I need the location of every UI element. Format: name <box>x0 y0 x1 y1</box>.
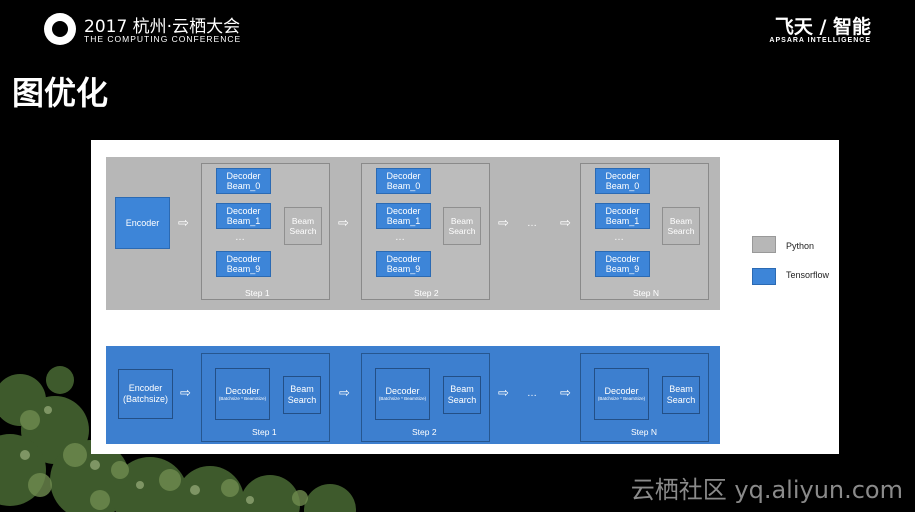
decoder-beam-box: Decoder Beam_9 <box>595 251 650 277</box>
brand-logo: 飞天 / 智能 <box>774 16 871 38</box>
decoder-label: Decoder <box>225 386 260 397</box>
decoder-beam-box: Decoder Beam_1 <box>595 203 650 229</box>
decoder-sublabel: (Batchsize * BeamSize) <box>597 395 646 401</box>
beam-search-box: Beam Search <box>284 207 322 245</box>
encoder-box: Encoder <box>115 197 170 249</box>
legend-python-swatch <box>752 236 776 253</box>
decoder-beam-box: Decoder Beam_1 <box>376 203 431 229</box>
step-label: Step 1 <box>252 427 277 437</box>
decoder-sublabel: (Batchsize * BeamSize) <box>218 395 267 401</box>
decoder-box: Decoder (Batchsize * BeamSize) <box>215 368 270 420</box>
arrow-icon: ⇨ <box>498 215 509 230</box>
ellipsis: … <box>235 232 246 243</box>
conference-subtitle: THE COMPUTING CONFERENCE <box>84 34 242 44</box>
decoder-label: Decoder <box>385 386 420 397</box>
arrow-icon: ⇨ <box>338 215 349 230</box>
arrow-icon: ⇨ <box>560 385 571 400</box>
decoder-box: Decoder (Batchsize * BeamSize) <box>594 368 649 420</box>
ellipsis: … <box>527 218 538 229</box>
beam-search-box: Beam Search <box>443 376 481 414</box>
slide-title: 图优化 <box>12 74 109 112</box>
legend-python-label: Python <box>786 241 815 251</box>
encoder-batchsize-box: Encoder (Batchsize) <box>118 369 173 419</box>
legend-tensorflow-swatch <box>752 268 776 285</box>
foliage-decoration <box>0 366 356 512</box>
decoder-beam-box: Decoder Beam_9 <box>216 251 271 277</box>
step-label: Step 2 <box>414 288 439 298</box>
step-box <box>361 353 490 442</box>
legend-tensorflow-label: Tensorflow <box>786 270 830 280</box>
arrow-icon: ⇨ <box>560 215 571 230</box>
watermark: 云栖社区 yq.aliyun.com <box>630 476 903 504</box>
step-box <box>201 353 330 442</box>
decoder-beam-box: Decoder Beam_9 <box>376 251 431 277</box>
decoder-beam-box: Decoder Beam_0 <box>595 168 650 194</box>
conference-title: 2017 杭州·云栖大会 <box>84 17 241 37</box>
ellipsis: … <box>527 388 538 399</box>
conference-logo-icon <box>44 13 76 45</box>
ellipsis: … <box>614 232 625 243</box>
decoder-beam-box: Decoder Beam_1 <box>216 203 271 229</box>
beam-search-box: Beam Search <box>662 207 700 245</box>
arrow-icon: ⇨ <box>178 215 189 230</box>
decoder-box: Decoder (Batchsize * BeamSize) <box>375 368 430 420</box>
decoder-beam-box: Decoder Beam_0 <box>216 168 271 194</box>
brand-subtitle: APSARA INTELLIGENCE <box>769 37 871 44</box>
step-box <box>580 353 709 442</box>
ellipsis: … <box>395 232 406 243</box>
arrow-icon: ⇨ <box>339 385 350 400</box>
beam-search-box: Beam Search <box>662 376 700 414</box>
decoder-sublabel: (Batchsize * BeamSize) <box>378 395 427 401</box>
beam-search-box: Beam Search <box>283 376 321 414</box>
decoder-beam-box: Decoder Beam_0 <box>376 168 431 194</box>
step-label: Step 1 <box>245 288 270 298</box>
step-label: Step N <box>633 288 659 298</box>
step-label: Step N <box>631 427 657 437</box>
beam-search-box: Beam Search <box>443 207 481 245</box>
step-label: Step 2 <box>412 427 437 437</box>
arrow-icon: ⇨ <box>498 385 509 400</box>
decoder-label: Decoder <box>604 386 639 397</box>
arrow-icon: ⇨ <box>180 385 191 400</box>
